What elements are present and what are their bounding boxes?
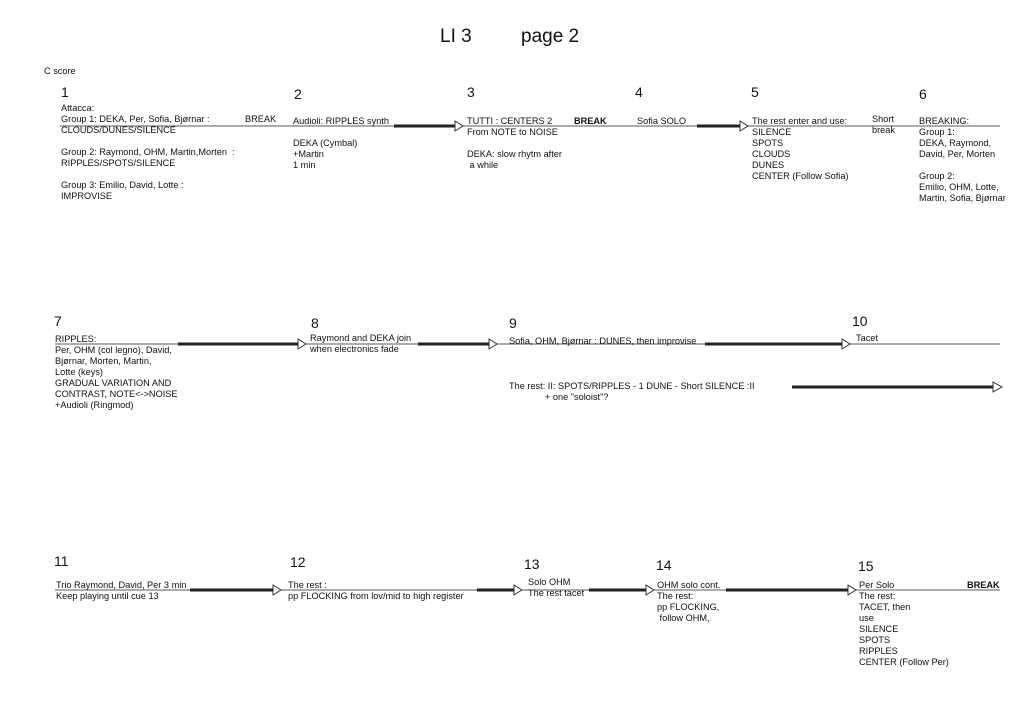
- cue-10-number: 10: [852, 313, 868, 329]
- cue-5-break: break: [872, 125, 895, 135]
- cue-7-line7: +Audioli (Ringmod): [55, 400, 134, 410]
- cue-8-number: 8: [311, 315, 319, 331]
- cue-9-head: Sofia, OHM, Bjørnar : DUNES, then improv…: [509, 336, 697, 346]
- cue-3-head: TUTTI : CENTERS 2: [467, 116, 553, 126]
- cue-1-break: BREAK: [245, 114, 277, 124]
- cue-9-rest-line2: + one "soloist"?: [545, 392, 609, 402]
- cue-11-number: 11: [54, 553, 69, 569]
- cue-14-number: 14: [656, 557, 672, 573]
- cue-3-line1: From NOTE to NOISE: [467, 127, 558, 137]
- cue-3-break: BREAK: [574, 116, 607, 126]
- arrowhead-12-13: [513, 584, 523, 596]
- cue-6-group2-b: Martin, Sofia, Bjørnar: [919, 193, 1006, 203]
- cue-6-number: 6: [919, 86, 927, 102]
- cue-4-head: Sofia SOLO: [637, 116, 687, 126]
- arrowhead-14-15: [847, 584, 857, 596]
- cue-14-line4: follow OHM,: [657, 613, 710, 623]
- cue-5-number: 5: [751, 84, 759, 100]
- arrowhead-2-3: [454, 120, 464, 132]
- cue-6-group2: Group 2:: [919, 171, 955, 181]
- cue-6-group2-a: Emilio, OHM, Lotte,: [919, 182, 999, 192]
- arrowhead-8-9: [488, 338, 498, 350]
- cue-7-line1: RIPPLES:: [55, 334, 97, 344]
- cue-2-line3: 1 min: [293, 160, 316, 170]
- cue-1-number: 1: [61, 84, 69, 100]
- cue-5-item-dunes: DUNES: [752, 160, 785, 170]
- cue-15-item7: CENTER (Follow Per): [859, 657, 949, 667]
- cue-2-head: Audioli: RIPPLES synth: [293, 116, 390, 126]
- cue-7-line6: CONTRAST, NOTE<->NOISE: [55, 389, 178, 399]
- cue-9-number: 9: [509, 315, 517, 331]
- cue-13-line2: The rest tacet: [528, 588, 585, 598]
- cue-5-item-silence: SILENCE: [752, 127, 792, 137]
- cue-8-line2: when electronics fade: [310, 344, 399, 354]
- cue-12-number: 12: [290, 554, 306, 570]
- cue-7-line5: GRADUAL VARIATION AND: [55, 378, 172, 388]
- cue-15-item3: use: [859, 613, 874, 623]
- cue-7-line4: Lotte (keys): [55, 367, 103, 377]
- cue-1-intro: Attacca:: [61, 103, 95, 113]
- cue-7-line2: Per, OHM (col legno), David,: [55, 345, 172, 355]
- cue-1-group1: Group 1: DEKA, Per, Sofia, Bjørnar :: [61, 114, 210, 124]
- arrowhead-rest: [992, 381, 1003, 393]
- cue-4-number: 4: [635, 84, 643, 100]
- cue-3-line2: DEKA: slow rhytm after: [467, 149, 562, 159]
- cue-6-group1-b: David, Per, Morten: [919, 149, 996, 159]
- cue-9-rest-line1: The rest: II: SPOTS/RIPPLES - 1 DUNE - S…: [509, 381, 755, 391]
- cue-6-group1: Group 1:: [919, 127, 955, 137]
- cue-5-item-center: CENTER (Follow Sofia): [752, 171, 849, 181]
- page-title-left: LI 3: [440, 26, 472, 47]
- page-title-right: page 2: [521, 26, 580, 47]
- cue-2-line1: DEKA (Cymbal): [293, 138, 358, 148]
- cue-2-line2: +Martin: [293, 149, 324, 159]
- cue-12-line2: pp FLOCKING from lov/mid to high registe…: [288, 591, 464, 601]
- cue-13-number: 13: [524, 556, 540, 572]
- cue-1-group2: Group 2: Raymond, OHM, Martin,Morten :: [61, 147, 235, 157]
- cue-15-item2: TACET, then: [859, 602, 911, 612]
- cue-11-line2: Keep playing until cue 13: [56, 591, 159, 601]
- arrowhead-9-10: [841, 338, 851, 350]
- cue-7-number: 7: [54, 313, 62, 329]
- cue-14-line2: The rest:: [657, 591, 694, 601]
- cue-6-head: BREAKING:: [919, 116, 970, 126]
- cue-11-line1: Trio Raymond, David, Per 3 min: [56, 580, 187, 590]
- arrowhead-4-5: [739, 120, 749, 132]
- cue-14-line3: pp FLOCKING,: [657, 602, 720, 612]
- cue-5-head: The rest enter and use:: [752, 116, 847, 126]
- cue-15-item1: The rest:: [859, 591, 896, 601]
- cue-15-number: 15: [858, 558, 874, 574]
- arrowhead-13-14: [645, 584, 655, 596]
- cue-10-head: Tacet: [856, 333, 878, 343]
- cue-5-item-spots: SPOTS: [752, 138, 784, 148]
- cue-15-head: Per Solo: [859, 580, 895, 590]
- cue-1-group3-action: IMPROVISE: [61, 191, 113, 201]
- cue-2-number: 2: [294, 86, 302, 102]
- cue-1-group1-action: CLOUDS/DUNES/SILENCE: [61, 125, 176, 135]
- score-label: C score: [44, 66, 76, 76]
- cue-15-item6: RIPPLES: [859, 646, 898, 656]
- cue-12-line1: The rest :: [288, 580, 327, 590]
- cue-15-item5: SPOTS: [859, 635, 891, 645]
- cue-3-number: 3: [467, 84, 475, 100]
- cue-7-line3: Bjørnar, Morten, Martin,: [55, 356, 152, 366]
- arrowhead-11-12: [272, 584, 282, 596]
- cue-1-group2-action: RIPPLES/SPOTS/SILENCE: [61, 158, 176, 168]
- cue-1-group3: Group 3: Emilio, David, Lotte :: [61, 180, 184, 190]
- cue-5-short: Short: [872, 114, 894, 124]
- cue-5-item-clouds: CLOUDS: [752, 149, 791, 159]
- cue-6-group1-a: DEKA, Raymond,: [919, 138, 991, 148]
- cue-8-line1: Raymond and DEKA join: [310, 333, 412, 343]
- cue-15-item4: SILENCE: [859, 624, 899, 634]
- cue-13-line1: Solo OHM: [528, 577, 571, 587]
- cue-15-break: BREAK: [967, 580, 1000, 590]
- cue-3-line3: a while: [467, 160, 499, 170]
- arrowhead-7-8: [297, 338, 307, 350]
- cue-14-line1: OHM solo cont.: [657, 580, 721, 590]
